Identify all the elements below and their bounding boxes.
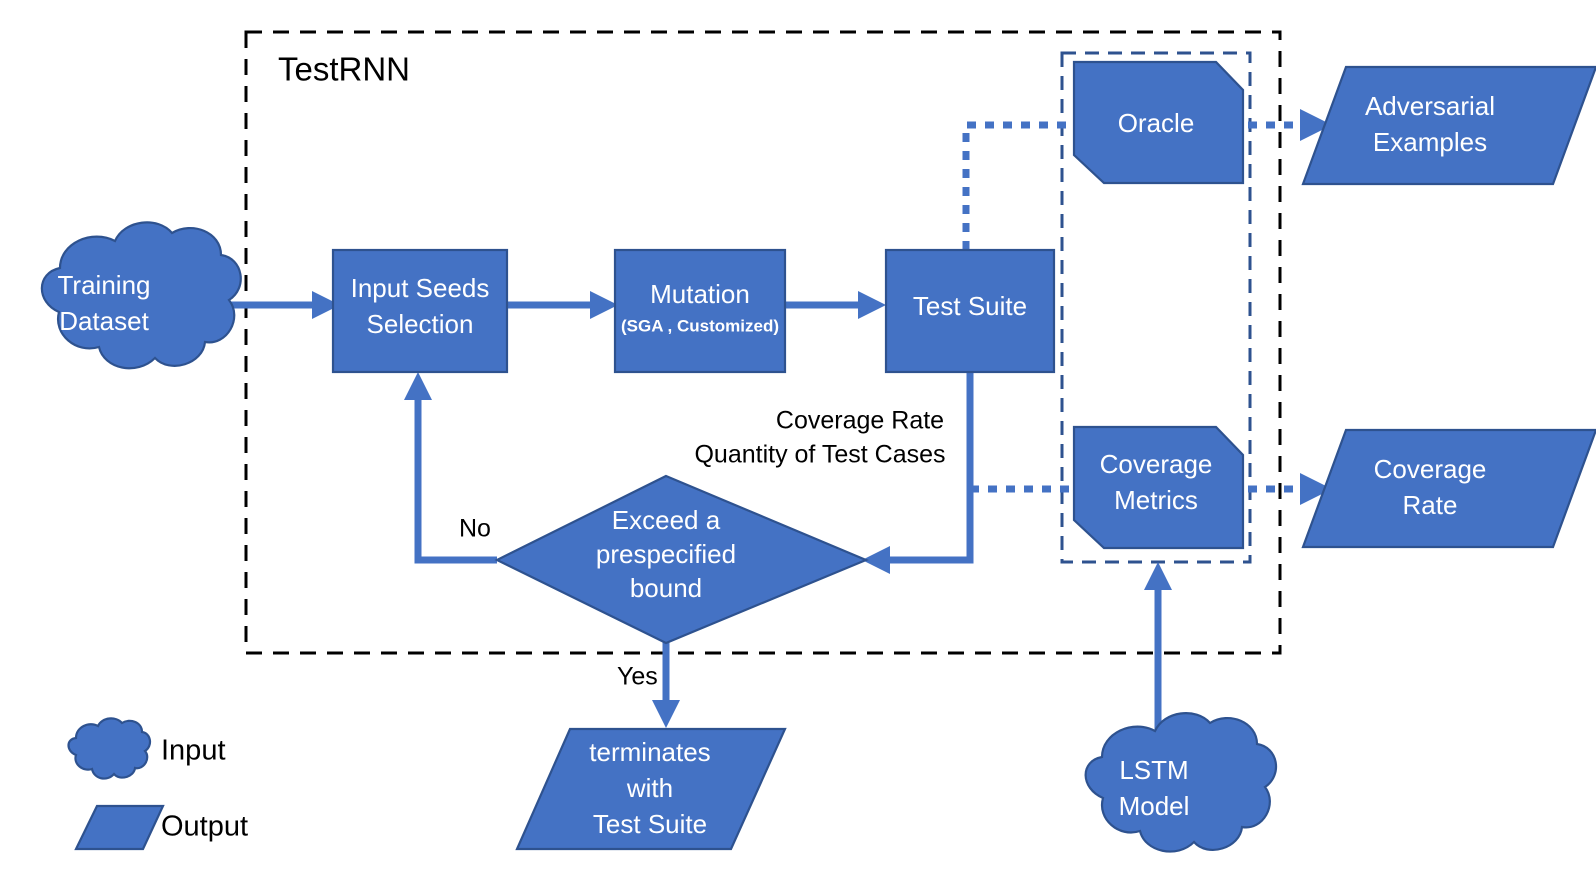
metric-label-line1: Coverage Rate [776, 407, 944, 435]
edge-decision-yes-to-terminates [652, 635, 680, 728]
oracle-label: Oracle [1118, 108, 1195, 138]
node-input-seeds-selection[interactable]: Input Seeds Selection [331, 248, 509, 374]
legend-input-swatch [67, 717, 152, 780]
coverage-metrics-label-line2: Metrics [1114, 485, 1198, 515]
node-decision-exceed-bound[interactable]: Exceed a prespecified bound [494, 474, 869, 645]
node-coverage-rate[interactable]: Coverage Rate [1301, 428, 1596, 549]
node-mutation[interactable]: Mutation (SGA , Customized) [613, 248, 787, 374]
edge-coverage-metrics-to-coverage-rate [1248, 473, 1332, 505]
node-coverage-metrics[interactable]: Coverage Metrics [1072, 425, 1245, 550]
terminates-label-line2: with [626, 773, 673, 803]
node-training-dataset[interactable]: Training Dataset [40, 221, 242, 370]
metrics-group-boundary-box [1060, 51, 1252, 564]
legend-output-swatch [74, 804, 165, 851]
node-terminates-with-test-suite[interactable]: terminates with Test Suite [515, 727, 787, 851]
test-suite-label: Test Suite [913, 291, 1027, 321]
node-adversarial-examples[interactable]: Adversarial Examples [1301, 65, 1596, 186]
legend-output-label: Output [161, 811, 248, 843]
lstm-model-label-line1: LSTM [1119, 755, 1188, 785]
edge-mutation-to-test-suite [785, 291, 886, 319]
legend-input-label: Input [161, 735, 226, 767]
mutation-label-line2: (SGA , Customized) [621, 316, 779, 335]
legend: Input Output [67, 717, 248, 851]
adversarial-examples-label-line1: Adversarial [1365, 91, 1495, 121]
node-test-suite[interactable]: Test Suite [884, 248, 1056, 374]
edge-lstm-to-coverage-metrics [1144, 562, 1172, 730]
edge-oracle-to-adversarial-examples [1248, 109, 1332, 141]
page-title: TestRNN [278, 51, 410, 88]
terminates-label-line1: terminates [589, 737, 710, 767]
metric-label-line2: Quantity of Test Cases [694, 441, 945, 469]
input-seeds-label-line1: Input Seeds [351, 273, 490, 303]
decision-label-line3: bound [630, 573, 702, 603]
testrnn-boundary-box [244, 30, 1282, 655]
edge-dataset-to-input-seeds [218, 291, 340, 319]
coverage-metrics-label-line1: Coverage [1100, 449, 1213, 479]
edge-input-seeds-to-mutation [507, 291, 618, 319]
mutation-label-line1: Mutation [650, 279, 750, 309]
training-dataset-label-line2: Dataset [59, 306, 149, 336]
training-dataset-label-line1: Training [58, 270, 151, 300]
coverage-rate-label-line2: Rate [1403, 490, 1458, 520]
decision-label-line2: prespecified [596, 539, 736, 569]
coverage-rate-label-line1: Coverage [1374, 454, 1487, 484]
terminates-label-line3: Test Suite [593, 809, 707, 839]
node-oracle[interactable]: Oracle [1072, 60, 1245, 185]
edge-test-suite-to-decision [862, 372, 974, 574]
edge-label-no: No [459, 515, 491, 543]
decision-label-line1: Exceed a [612, 505, 721, 535]
input-seeds-label-line2: Selection [367, 309, 474, 339]
edge-decision-no-to-input-seeds [404, 372, 497, 564]
adversarial-examples-label-line2: Examples [1373, 127, 1487, 157]
lstm-model-label-line2: Model [1119, 791, 1190, 821]
edge-label-yes: Yes [617, 663, 658, 691]
edge-test-suite-to-oracle-dotted [962, 121, 1075, 250]
node-lstm-model[interactable]: LSTM Model [1084, 712, 1278, 853]
